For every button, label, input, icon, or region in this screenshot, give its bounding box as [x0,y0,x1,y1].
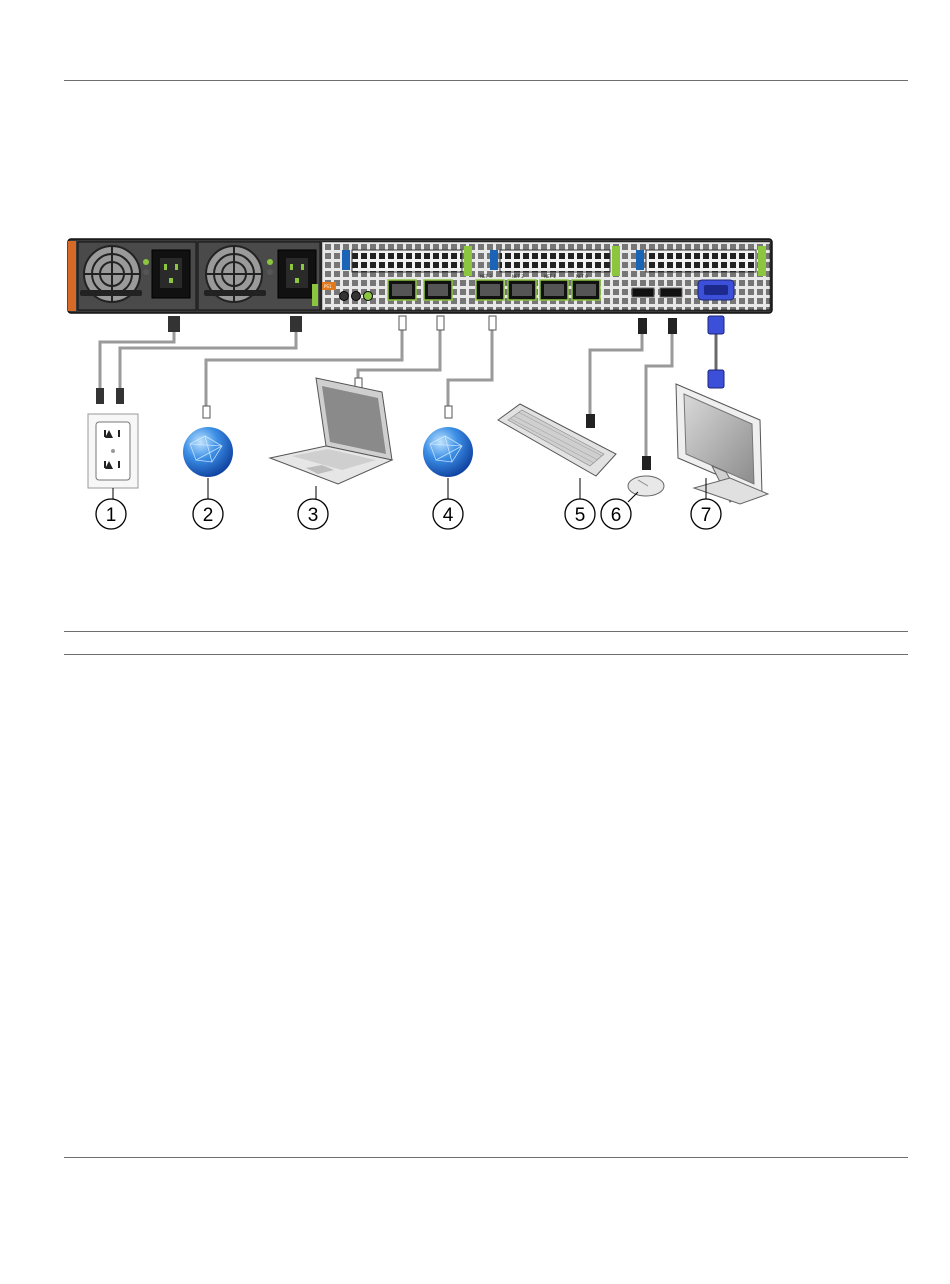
keyboard-icon [498,404,616,476]
callout-number: 6 [611,505,622,526]
callout-6: 6 [601,499,631,529]
callout-4: 4 [433,499,463,529]
callout-number: 2 [203,505,214,526]
io-panel: PS1 NET 3 NET 2 NET 1 [322,242,770,310]
usb-port-0 [632,288,654,297]
port-label-net3: NET 3 [480,274,492,279]
table-header-rule [64,654,908,655]
ac-power-outlet [88,414,138,488]
network-globe-icon [183,427,233,477]
callout-1: 1 [96,499,126,529]
callout-number: 1 [106,505,117,526]
callout-number: 5 [575,505,586,526]
server-cabling-diagram: PS1 NET 3 NET 2 NET 1 [0,0,950,560]
callout-5: 5 [565,499,595,529]
port-label-net1: NET 1 [544,274,556,279]
network-globe-icon [423,427,473,477]
callout-number: 3 [308,505,319,526]
pcie-latch-1 [464,246,472,276]
callout-3: 3 [298,499,328,529]
pcie-latch-3 [758,246,766,276]
callout-number: 4 [443,505,454,526]
table-top-rule [64,631,908,632]
power-supply-1 [198,242,320,310]
pcie-latch-2 [612,246,620,276]
mouse-icon [628,476,664,496]
monitor-icon [676,384,768,504]
callout-7: 7 [691,499,721,529]
psu-handle [68,241,76,311]
laptop-icon [270,378,392,484]
port-label-net0: NET 0 [576,274,588,279]
callout-2: 2 [193,499,223,529]
usb-port-1 [660,288,682,297]
server-chassis: PS1 NET 3 NET 2 NET 1 [68,239,772,313]
footer-rule [64,1157,908,1158]
port-label-net2: NET 2 [512,274,524,279]
power-supply-0 [78,242,196,310]
psu-label: PS1 [324,284,332,289]
callout-number: 7 [701,505,712,526]
